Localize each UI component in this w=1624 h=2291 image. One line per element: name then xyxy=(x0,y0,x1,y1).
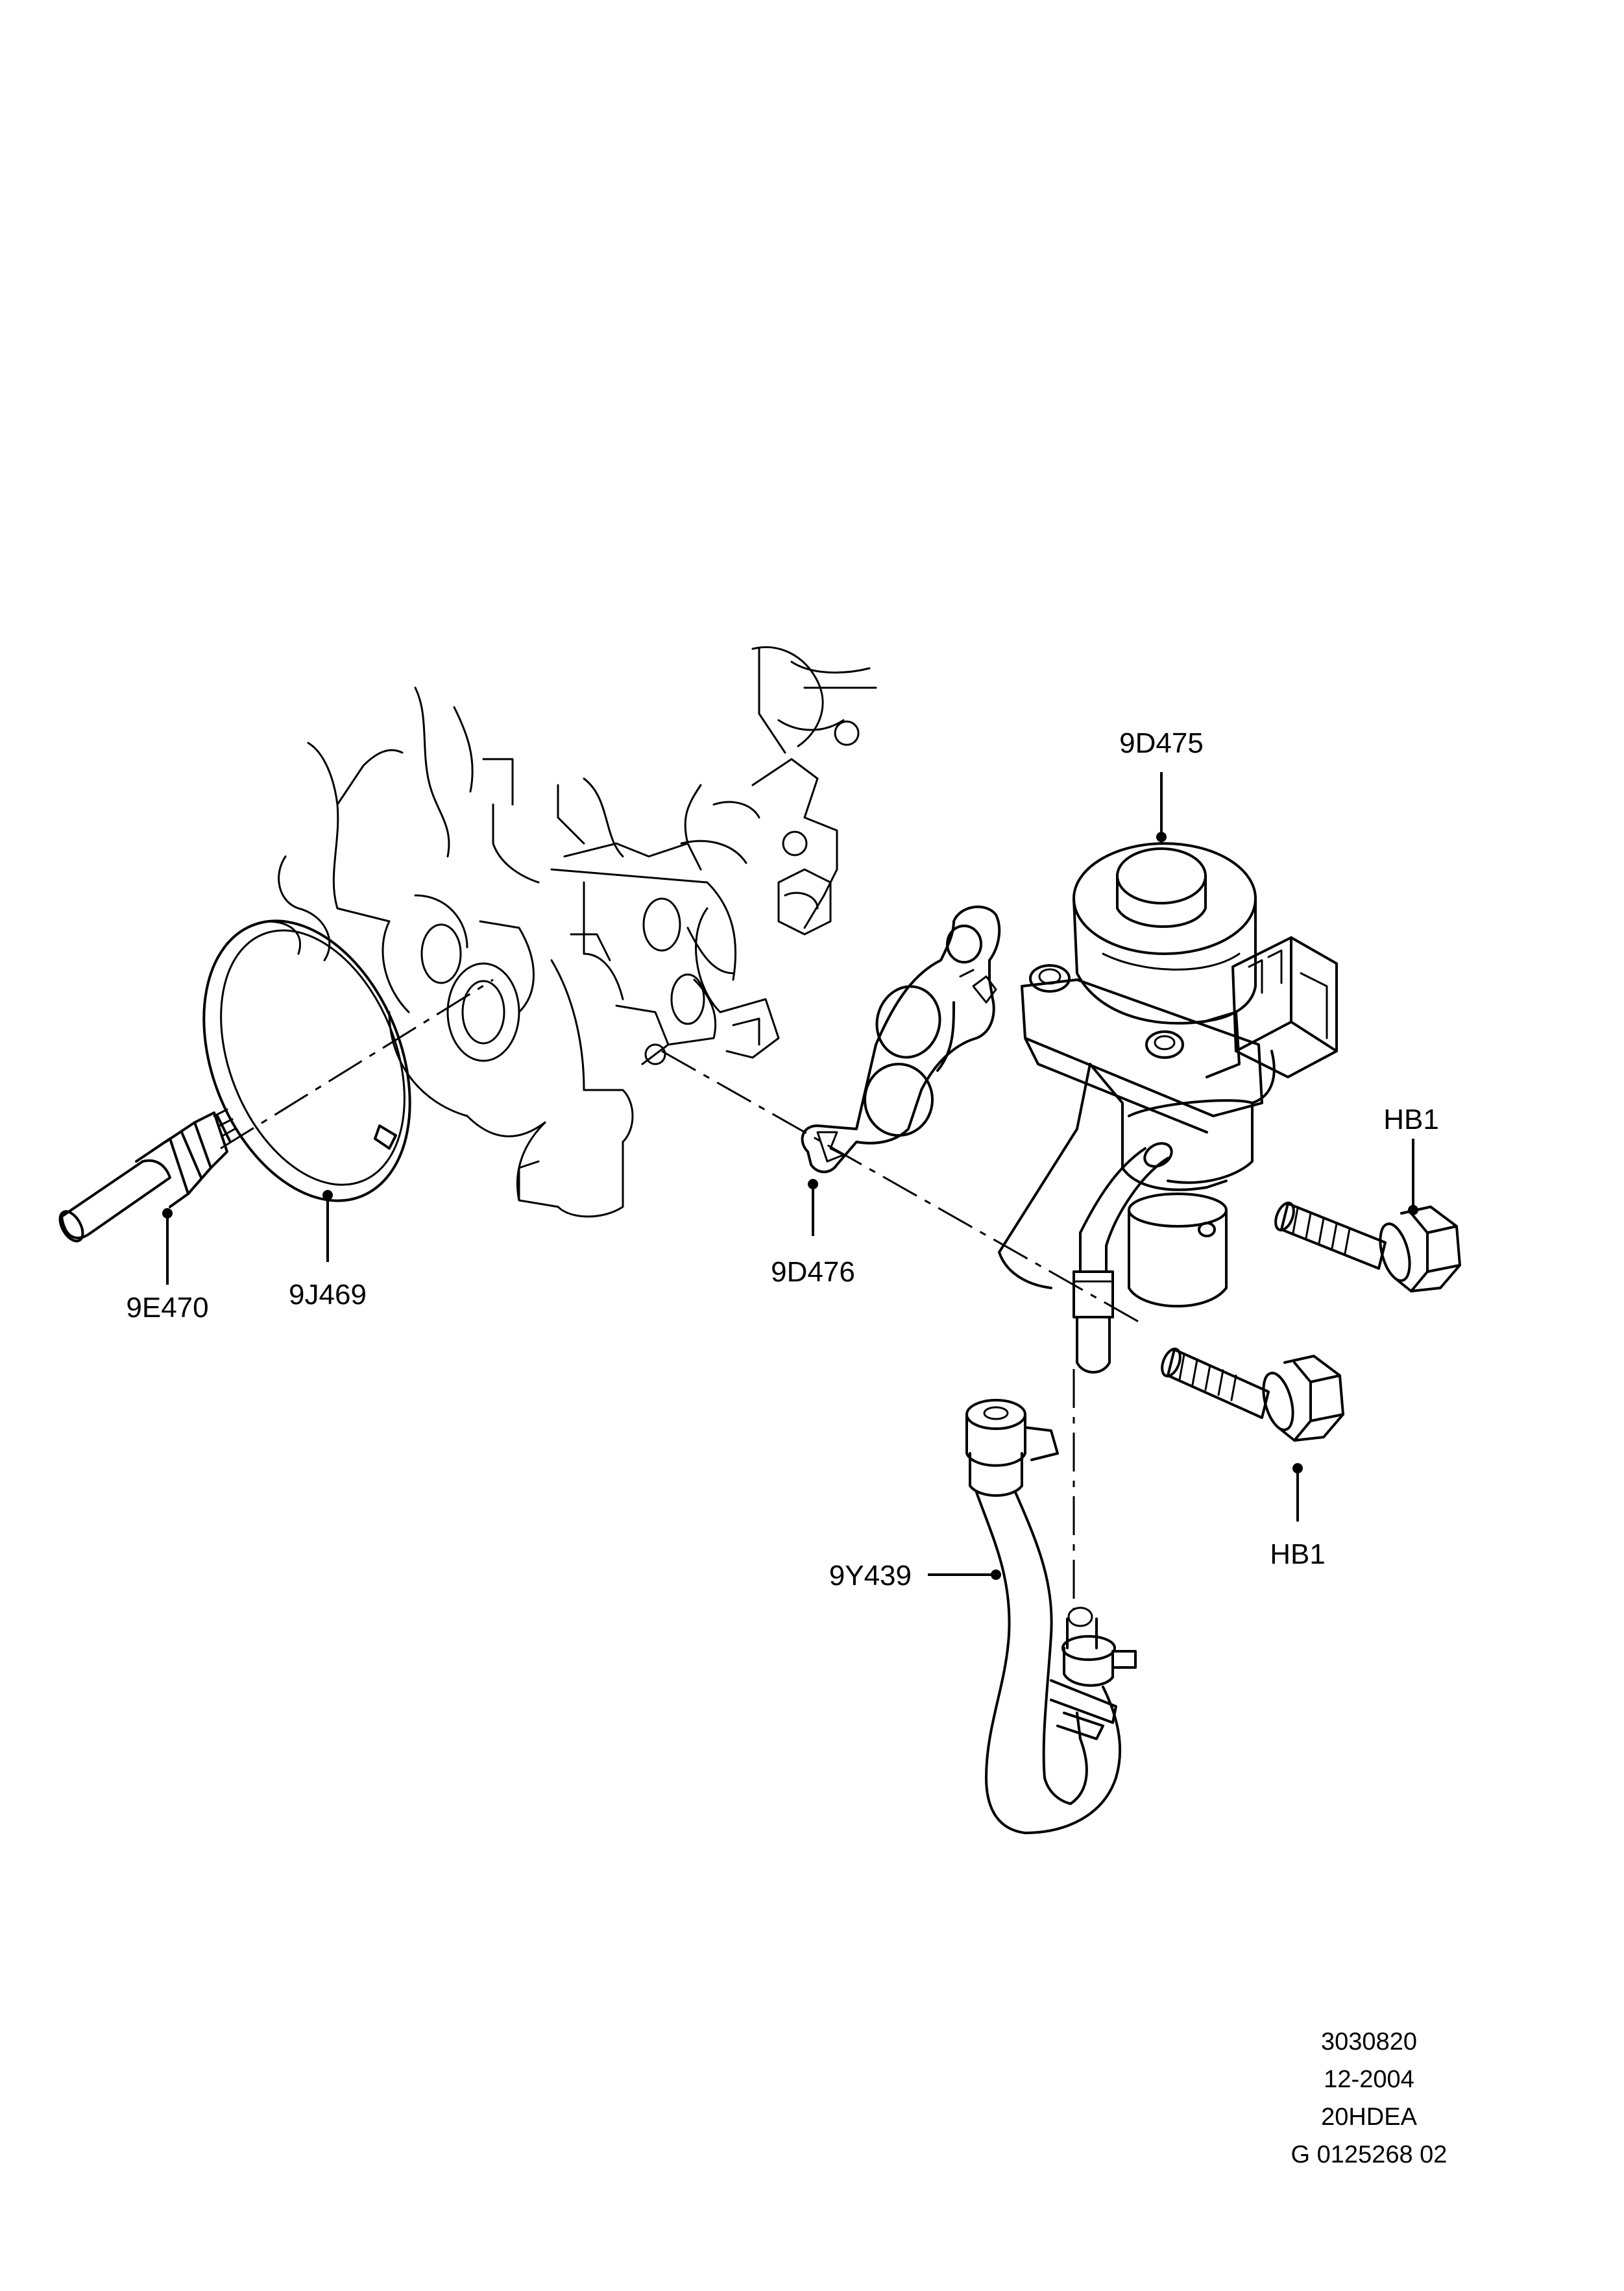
bolt-upper-part-label: HB1 xyxy=(1383,1104,1439,1135)
egr-valve-part xyxy=(998,842,1338,1374)
engine-block-casting xyxy=(265,646,877,1218)
sensor-part xyxy=(58,1108,236,1242)
seal-ring-part-label: 9J469 xyxy=(289,1279,367,1311)
gasket-part xyxy=(801,905,1001,1174)
hose-part xyxy=(965,1399,1137,1834)
hose-part-label: 9Y439 xyxy=(829,1560,912,1592)
reference-code: G 0125268 02 xyxy=(1291,2141,1448,2168)
engine-code: 20HDEA xyxy=(1321,2103,1417,2131)
bolt-lower-part xyxy=(1161,1348,1344,1442)
alignment-lines xyxy=(220,978,1143,1609)
egr-valve-part-label: 9D475 xyxy=(1119,727,1204,759)
bolt-lower-part-label: HB1 xyxy=(1270,1538,1326,1570)
seal-ring-part xyxy=(202,919,411,1202)
bolt-upper-part xyxy=(1274,1202,1461,1292)
sensor-part-label: 9E470 xyxy=(126,1292,208,1324)
drawing-number: 3030820 xyxy=(1321,2028,1417,2055)
drawing-date: 12-2004 xyxy=(1324,2066,1414,2093)
gasket-part-label: 9D476 xyxy=(771,1256,855,1288)
